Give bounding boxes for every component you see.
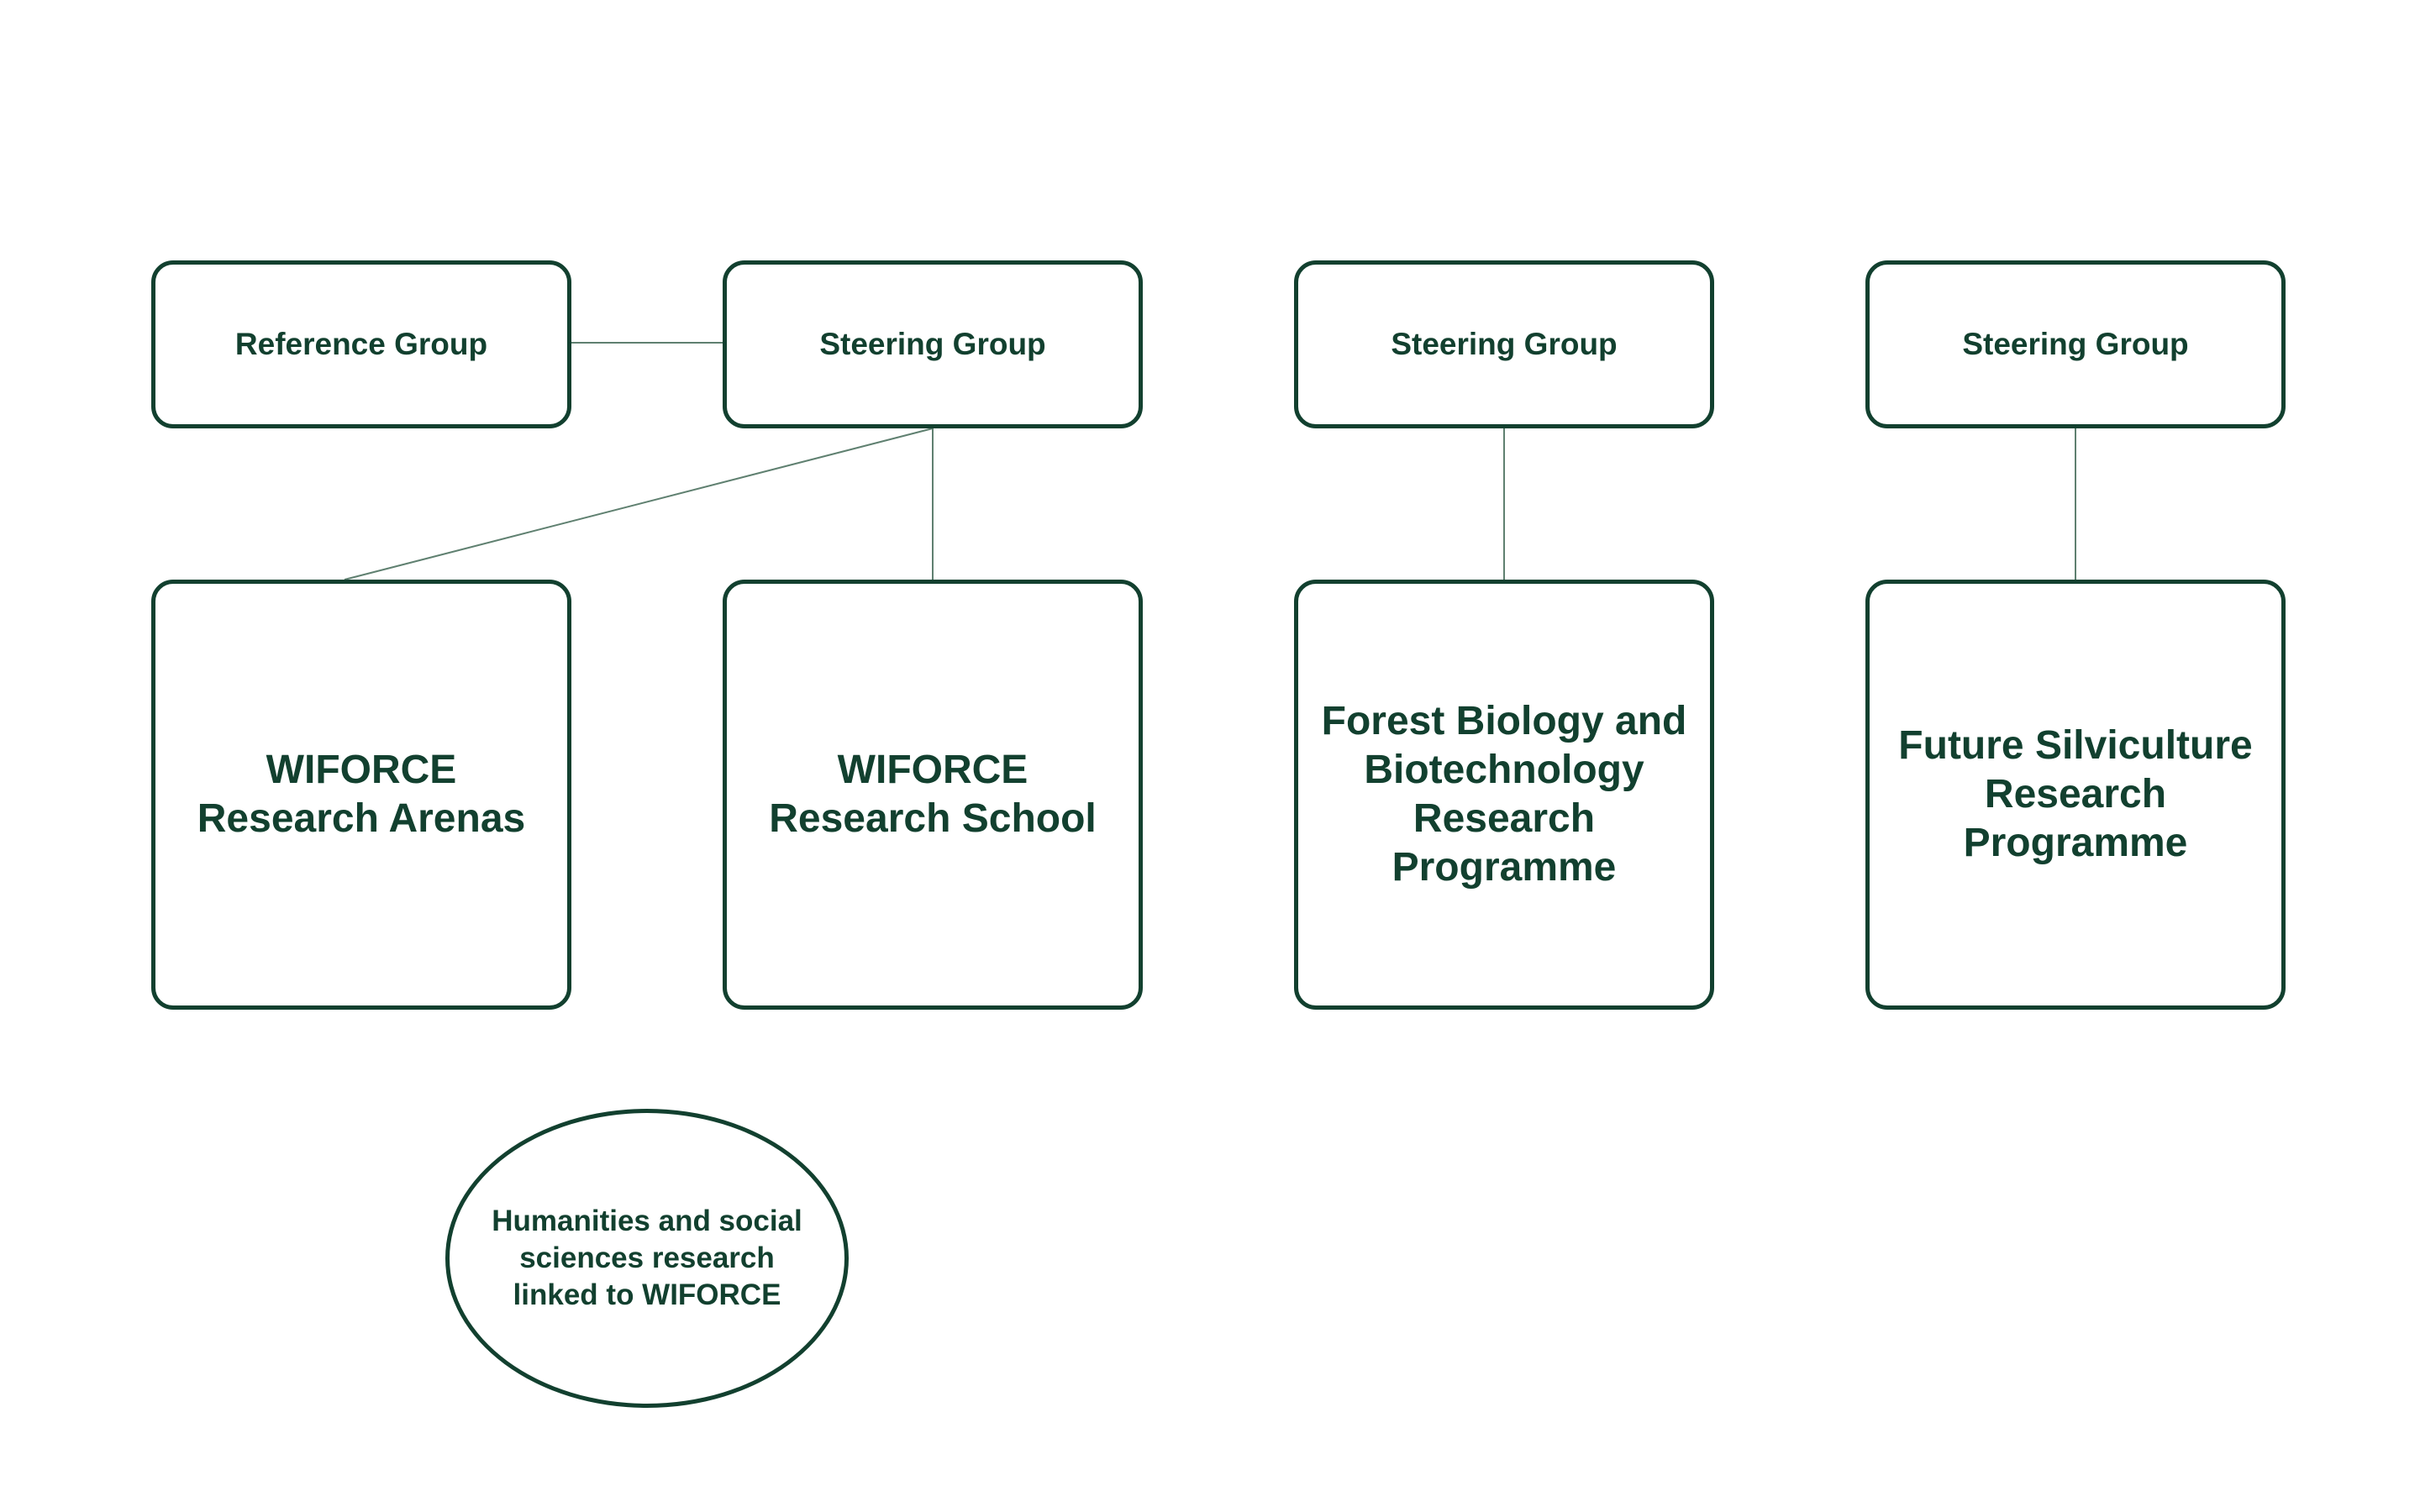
future-silviculture-box: Future Silviculture Research Programme [1865,580,2286,1010]
humanities-ellipse: Humanities and social sciences research … [445,1109,849,1408]
research-school-label: WIFORCE Research School [769,748,1097,841]
steering-group-box-3: Steering Group [1865,260,2286,428]
steering-group-box-2: Steering Group [1294,260,1714,428]
humanities-label: Humanities and social sciences research … [492,1205,802,1311]
research-school-box: WIFORCE Research School [723,580,1143,1010]
research-arenas-box: WIFORCE Research Arenas [151,580,571,1010]
forest-biology-label: Forest Biology and Biotechnology Researc… [1321,699,1687,890]
forest-biology-box: Forest Biology and Biotechnology Researc… [1294,580,1714,1010]
steering-group-label-3: Steering Group [1962,326,2189,361]
connector-steering-to-arenas [344,428,934,580]
reference-group-label: Reference Group [234,326,488,361]
research-arenas-label: WIFORCE Research Arenas [197,748,526,841]
steering-group-label-2: Steering Group [1391,326,1618,361]
reference-group-box: Reference Group [151,260,571,428]
steering-group-label-1: Steering Group [819,326,1046,361]
future-silviculture-label: Future Silviculture Research Programme [1898,723,2253,865]
steering-group-box-1: Steering Group [723,260,1143,428]
